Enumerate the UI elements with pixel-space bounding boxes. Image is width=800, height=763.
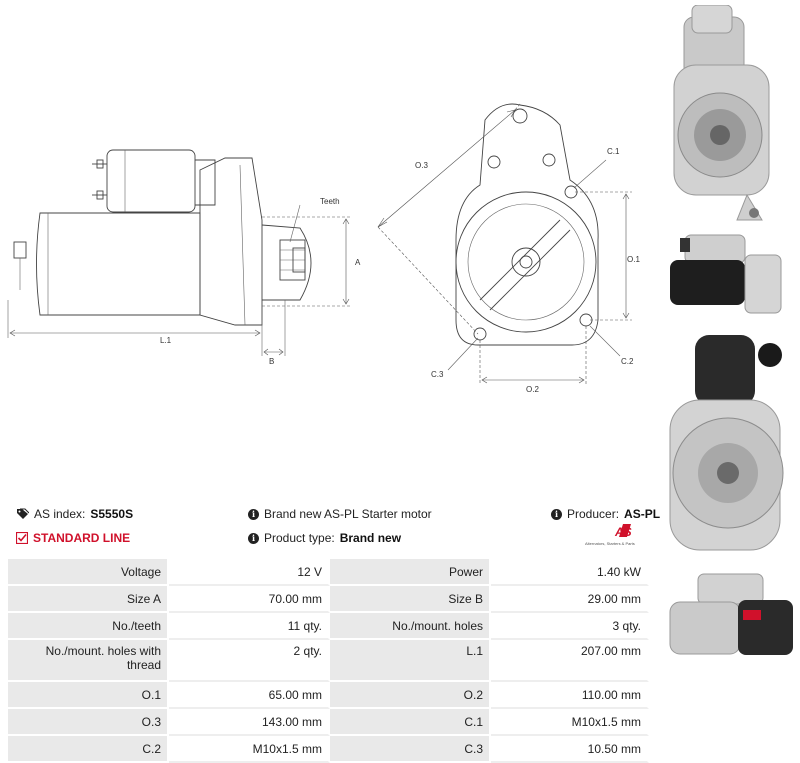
product-photo-angle — [669, 573, 793, 655]
logo-text: AS — [614, 525, 632, 539]
dimension-c3-label: C.3 — [431, 370, 444, 379]
dimension-o3-label: O.3 — [415, 161, 428, 170]
product-photo-front — [673, 5, 770, 221]
table-row: O.1 65.00 mm O.2 110.00 mm — [8, 682, 649, 709]
dimension-c1-label: C.1 — [607, 147, 620, 156]
spec-key: No./mount. holes — [330, 613, 491, 640]
dimension-c2-label: C.2 — [621, 357, 634, 366]
spec-value: 29.00 mm — [491, 586, 649, 613]
table-row: No./mount. holes with thread 2 qty. L.1 … — [8, 640, 649, 682]
table-row: O.3 143.00 mm C.1 M10x1.5 mm — [8, 709, 649, 736]
standard-line-row: STANDARD LINE — [16, 531, 130, 545]
spec-value: 207.00 mm — [491, 640, 649, 682]
dimension-a-label: A — [355, 258, 361, 267]
spec-key: O.2 — [330, 682, 491, 709]
tag-icon — [16, 508, 29, 520]
info-icon: i — [248, 508, 259, 520]
spec-key: Voltage — [8, 559, 169, 586]
spec-value: 65.00 mm — [169, 682, 330, 709]
as-index-label: AS index: — [34, 507, 86, 521]
spec-value: 3 qty. — [491, 613, 649, 640]
spec-key: Size A — [8, 586, 169, 613]
product-photo-rear — [669, 335, 784, 551]
table-row: No./teeth 11 qty. No./mount. holes 3 qty… — [8, 613, 649, 640]
spec-key: Size B — [330, 586, 491, 613]
product-type-label: Product type: — [264, 531, 335, 545]
producer-value: AS-PL — [624, 507, 661, 521]
product-type-row: i Product type: Brand new — [248, 531, 401, 545]
spec-key: O.3 — [8, 709, 169, 736]
spec-value: M10x1.5 mm — [491, 709, 649, 736]
checkbox-icon — [16, 532, 28, 544]
spec-value: 110.00 mm — [491, 682, 649, 709]
table-row: C.2 M10x1.5 mm C.3 10.50 mm — [8, 736, 649, 763]
info-icon: i — [248, 532, 259, 544]
side-view-drawing: Teeth A B L.1 — [7, 149, 361, 366]
table-row: Voltage 12 V Power 1.40 kW — [8, 559, 649, 586]
spec-value: 12 V — [169, 559, 330, 586]
logo-tagline: Alternators, Starters & Parts — [585, 541, 635, 546]
info-icon: i — [551, 508, 562, 520]
producer-label: Producer: — [567, 507, 620, 521]
standard-line-label: STANDARD LINE — [33, 531, 131, 545]
as-index-row: AS index: S5550S — [16, 507, 133, 521]
dimension-b-label: B — [269, 357, 274, 366]
spec-key: C.1 — [330, 709, 491, 736]
as-pl-logo: AS Alternators, Starters & Parts — [585, 523, 649, 549]
teeth-label: Teeth — [320, 197, 340, 206]
spec-key: No./mount. holes with thread — [8, 640, 169, 682]
product-description: Brand new AS-PL Starter motor — [264, 507, 432, 521]
spec-value: 1.40 kW — [491, 559, 649, 586]
spec-value: 70.00 mm — [169, 586, 330, 613]
spec-key: L.1 — [330, 640, 491, 682]
specifications-table: Voltage 12 V Power 1.40 kW Size A 70.00 … — [8, 559, 649, 763]
spec-value: 2 qty. — [169, 640, 330, 682]
spec-value: M10x1.5 mm — [169, 736, 330, 763]
spec-key: Power — [330, 559, 491, 586]
spec-value: 11 qty. — [169, 613, 330, 640]
dimension-o1-label: O.1 — [627, 255, 640, 264]
technical-drawing: Teeth A B L.1 — [7, 103, 640, 394]
spec-value: 10.50 mm — [491, 736, 649, 763]
producer-row: i Producer: AS-PL — [551, 507, 660, 521]
spec-key: C.3 — [330, 736, 491, 763]
product-photo-side — [670, 234, 782, 314]
as-index-value: S5550S — [90, 507, 134, 521]
spec-key: C.2 — [8, 736, 169, 763]
dimension-o2-label: O.2 — [526, 385, 539, 394]
dimension-l1-label: L.1 — [160, 336, 172, 345]
spec-value: 143.00 mm — [169, 709, 330, 736]
description-row: i Brand new AS-PL Starter motor — [248, 507, 432, 521]
front-view-drawing: O.3 C.1 O.1 C.2 C.3 O.2 — [377, 103, 640, 394]
table-row: Size A 70.00 mm Size B 29.00 mm — [8, 586, 649, 613]
spec-key: O.1 — [8, 682, 169, 709]
spec-key: No./teeth — [8, 613, 169, 640]
product-type-value: Brand new — [339, 531, 402, 545]
